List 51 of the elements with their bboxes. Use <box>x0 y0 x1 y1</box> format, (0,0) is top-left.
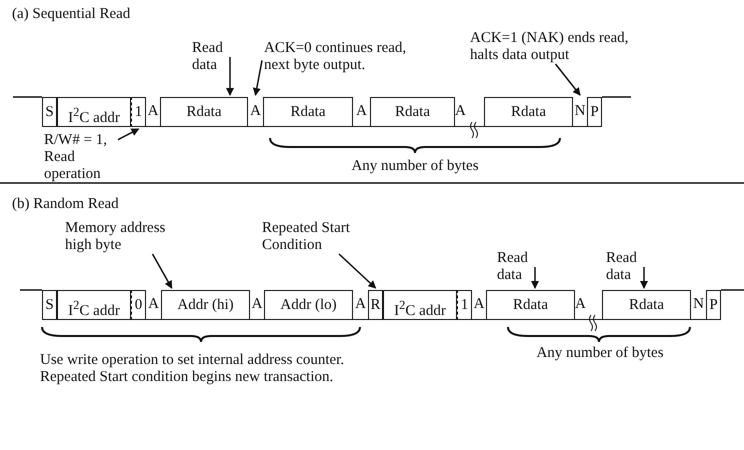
leader-arrow <box>226 57 234 96</box>
byte-count-note: Any number of bytes <box>535 345 665 362</box>
frame-field: Rdata <box>484 97 573 127</box>
frame-field: S <box>42 290 57 320</box>
frame-field: R <box>368 290 383 320</box>
ack-bit: N <box>573 97 587 127</box>
ack-bit: N <box>691 290 706 320</box>
byte-count-note: Any number of bytes <box>350 158 480 175</box>
leader-arrow <box>531 267 539 289</box>
leader-arrow <box>554 64 581 96</box>
panel-title: (a) Sequential Read <box>12 6 132 23</box>
leader-arrow <box>640 267 648 289</box>
frame-field: 0 <box>131 290 146 320</box>
ack-bit: A <box>248 97 263 127</box>
panel-title: (b) Random Read <box>12 196 120 213</box>
leader-arrow <box>252 60 263 96</box>
annotation-text: Memory address high byte <box>65 220 190 254</box>
frame-field: I$^{2}$C addr <box>383 290 457 320</box>
frame-field: P <box>587 97 602 127</box>
frame-field: Rdata <box>602 290 691 320</box>
ack-bit: A <box>146 290 161 320</box>
frame-field: Rdata <box>486 290 575 320</box>
ack-bit: A <box>472 290 486 320</box>
annotation-text: R/W# = 1, Read operation <box>44 132 116 183</box>
frame-field: Addr (hi) <box>161 290 250 320</box>
ack-bit: A <box>250 290 264 320</box>
ack-bit: A <box>353 290 368 320</box>
note-text: Use write operation to set internal address counter. Repeated Start condition begins new transaction. <box>40 352 346 386</box>
frame-field: 1 <box>131 97 146 127</box>
leader-arrow <box>152 254 172 289</box>
frame-field: I$^{2}$C addr <box>57 290 131 320</box>
frame-field: Rdata <box>160 97 248 127</box>
frame-field: 1 <box>457 290 472 320</box>
frame-field: P <box>706 290 721 320</box>
annotation-text: Read data <box>606 250 640 284</box>
leader-arrow <box>118 128 140 140</box>
frame-field: S <box>42 97 57 127</box>
ack-bit: A <box>146 97 160 127</box>
frame-field: Rdata <box>370 97 455 127</box>
ack-bit: A <box>353 97 370 127</box>
frame-field: Rdata <box>263 97 353 127</box>
ack-bit: A <box>455 97 484 127</box>
frame-field: Addr (lo) <box>264 290 353 320</box>
ack-bit: A <box>575 290 602 320</box>
annotation-text: Read data <box>192 40 226 74</box>
leader-arrow <box>338 253 376 289</box>
annotation-text: Read data <box>497 250 531 284</box>
frame-field: I$^{2}$C addr <box>57 97 131 127</box>
annotation-text: Repeated Start Condition <box>262 220 372 254</box>
annotation-text: ACK=0 continues read, next byte output. <box>264 40 424 74</box>
annotation-text: ACK=1 (NAK) ends read, halts data output <box>470 30 660 64</box>
